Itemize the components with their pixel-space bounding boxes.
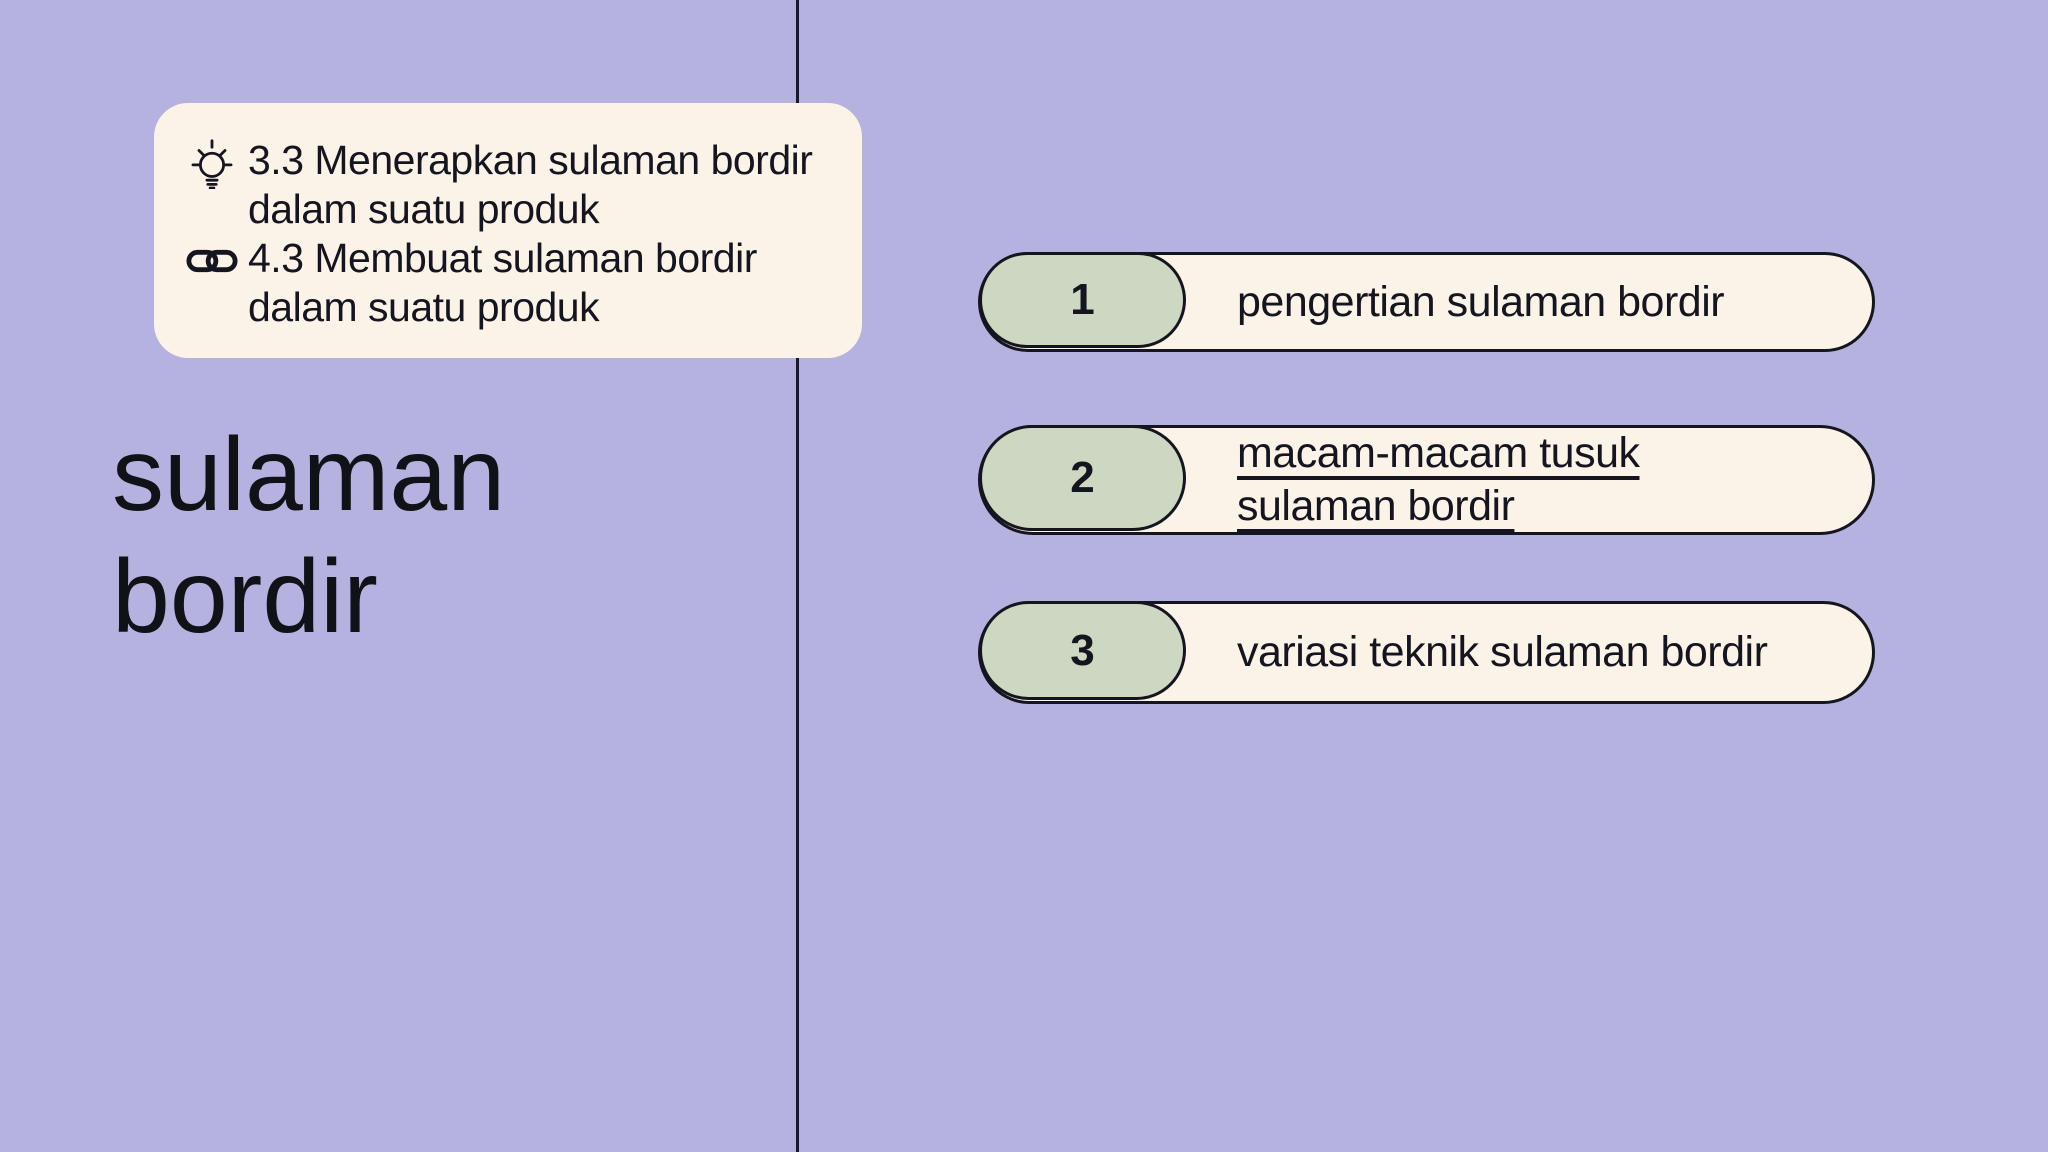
competency-card: 3.3 Menerapkan sulaman bordir dalam suat… bbox=[154, 103, 862, 358]
agenda-number: 3 bbox=[1070, 625, 1095, 675]
competency-text-1: 3.3 Menerapkan sulaman bordir dalam suat… bbox=[248, 137, 813, 232]
page-title: sulaman bordir bbox=[112, 417, 506, 655]
lightbulb-icon bbox=[186, 137, 238, 189]
divider-line bbox=[796, 0, 799, 1152]
agenda-label: pengertian sulaman bordir bbox=[1237, 277, 1725, 326]
agenda-number-badge: 1 bbox=[979, 252, 1186, 348]
agenda-label-link[interactable]: macam-macam tusuk sulaman bordir bbox=[1237, 429, 1640, 530]
agenda-number: 1 bbox=[1070, 275, 1095, 324]
agenda-number: 2 bbox=[1070, 453, 1095, 502]
chain-link-icon bbox=[186, 235, 238, 287]
agenda-label: variasi teknik sulaman bordir bbox=[1237, 628, 1768, 676]
competency-item: 3.3 Menerapkan sulaman bordir dalam suat… bbox=[186, 136, 838, 234]
competency-item: 4.3 Membuat sulaman bordir dalam suatu p… bbox=[186, 234, 838, 332]
agenda-number-badge: 3 bbox=[979, 601, 1186, 700]
agenda-item-3[interactable]: 3 variasi teknik sulaman bordir bbox=[978, 601, 1875, 704]
competency-text-2: 4.3 Membuat sulaman bordir dalam suatu p… bbox=[248, 235, 757, 330]
agenda-item-2[interactable]: 2 macam-macam tusuk sulaman bordir bbox=[978, 425, 1875, 535]
agenda-number-badge: 2 bbox=[979, 425, 1186, 531]
agenda-item-1[interactable]: 1 pengertian sulaman bordir bbox=[978, 252, 1875, 352]
